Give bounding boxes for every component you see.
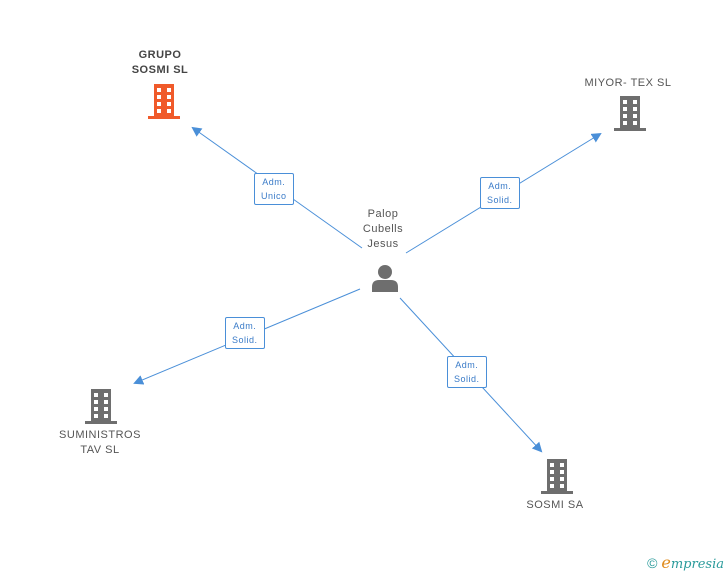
relation-label-grupo: Adm. Unico [254,173,294,205]
copyright-symbol: © [647,555,658,571]
brand-e: e [661,553,671,572]
person-icon[interactable] [370,263,400,293]
relation-label-miyor: Adm. Solid. [480,177,520,209]
company-miyor-label[interactable]: MIYOR- TEX SL [584,77,672,89]
brand-logo: ©empresia [647,553,724,572]
relation-label-sosmi: Adm. Solid. [447,356,487,388]
building-icon[interactable] [85,389,117,425]
company-grupo-label[interactable]: GRUPO SOSMI SL [131,49,189,76]
brand-name: mpresia [670,557,724,572]
building-icon[interactable] [614,96,646,132]
company-suministros-label[interactable]: SUMINISTROS TAV SL [59,429,141,456]
building-icon[interactable] [541,459,573,495]
relation-label-suministros: Adm. Solid. [225,317,265,349]
building-icon[interactable] [148,84,180,120]
person-name[interactable]: Palop Cubells Jesus [362,208,404,250]
company-sosmi-label[interactable]: SOSMI SA [526,499,584,511]
